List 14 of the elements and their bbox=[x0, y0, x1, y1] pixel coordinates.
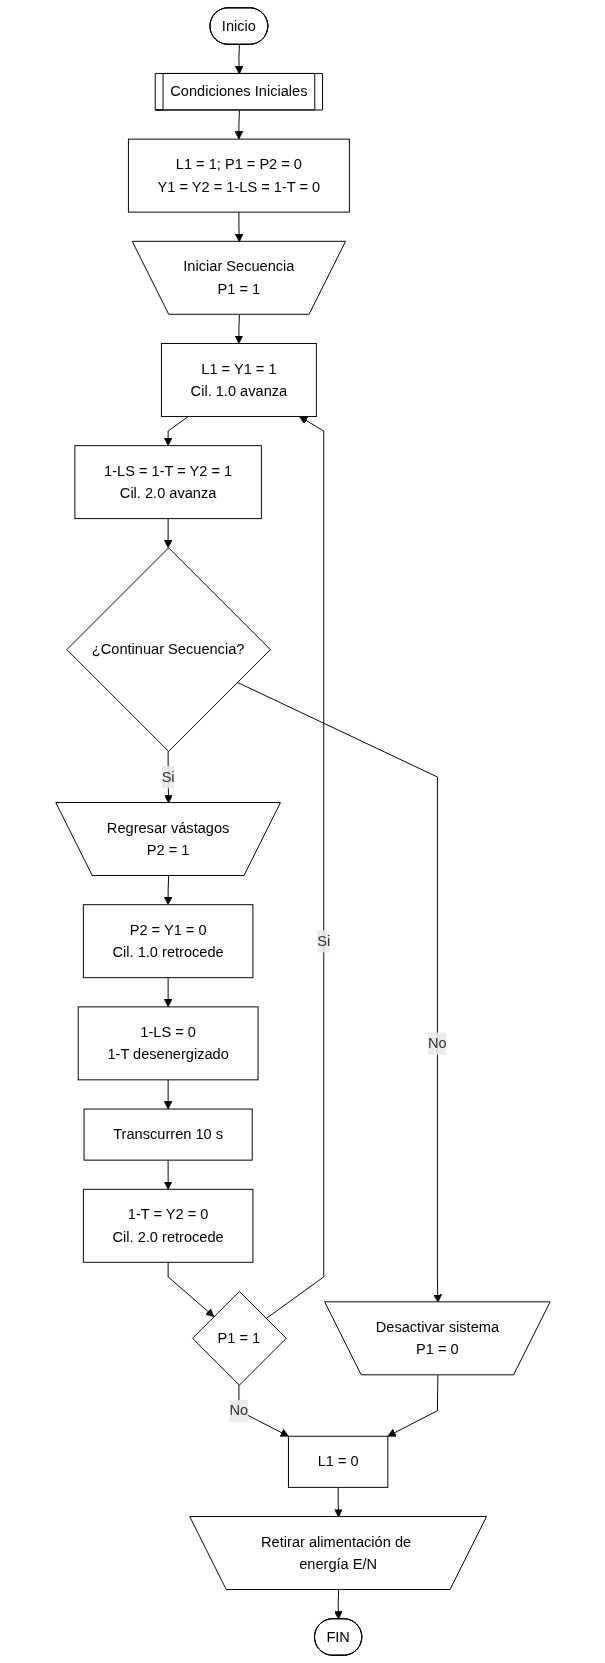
node-box: P2 = Y1 = 0 Cil. 1.0 retrocede bbox=[82, 904, 253, 979]
node-box: 1-LS = 0 1-T desenergizado bbox=[77, 1006, 259, 1081]
node-diamond: ¿Continuar Secuencia? bbox=[65, 547, 271, 752]
node-box: L1 = Y1 = 1 Cil. 1.0 avanza bbox=[160, 343, 317, 417]
node-box: 1-LS = 1-T = Y2 = 1 Cil. 2.0 avanza bbox=[73, 445, 262, 520]
node-box: Transcurren 10 s bbox=[83, 1108, 253, 1161]
edge-label: Si bbox=[316, 932, 330, 949]
edge-label: Si bbox=[161, 767, 175, 785]
node-box: L1 = 1; P1 = P2 = 0 Y1 = Y2 = 1-LS = 1-T = 0 bbox=[127, 138, 350, 213]
node-box: L1 = 0 bbox=[287, 1435, 388, 1488]
node-diamond: P1 = 1 bbox=[191, 1291, 287, 1386]
node-box: 1-T = Y2 = 0 Cil. 2.0 retrocede bbox=[82, 1188, 253, 1263]
edge-label: No bbox=[229, 1401, 248, 1419]
edge-label: No bbox=[427, 1034, 447, 1051]
